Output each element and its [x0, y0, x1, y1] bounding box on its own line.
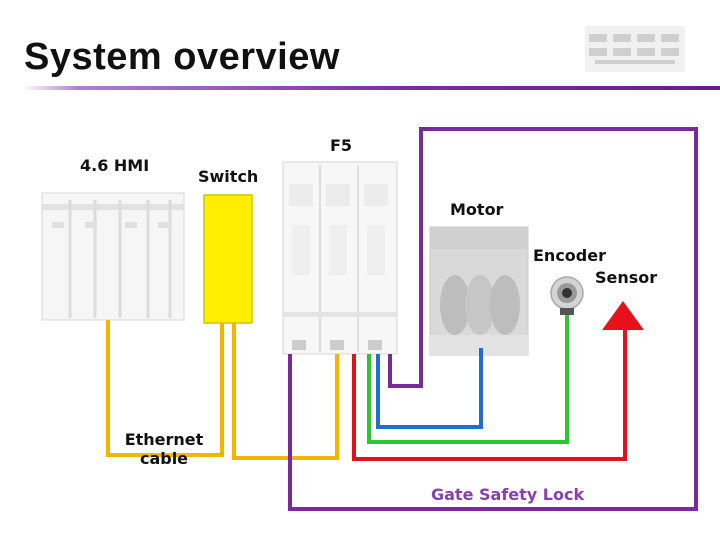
ethernet-cable-f5 [232, 323, 339, 460]
gate-safety-lock-label: Gate Safety Lock [431, 485, 585, 504]
motor-label: Motor [450, 200, 504, 219]
f5-drive [282, 161, 398, 355]
company-logo [585, 26, 685, 72]
encoder-label: Encoder [533, 246, 606, 265]
f5-label: F5 [330, 136, 353, 155]
gate-safety-lock-wire [288, 127, 698, 511]
encoder-device [550, 276, 584, 315]
motor-wire [376, 348, 483, 429]
encoder-wire [367, 315, 569, 444]
ethernet-label-line2: cable [139, 449, 189, 468]
slide-title: System overview [24, 36, 340, 78]
ethernet-cable-label: Ethernet cable [116, 430, 212, 469]
hmi-label: 4.6 HMI [80, 156, 150, 175]
switch-label: Switch [198, 167, 259, 186]
ethernet-cable-hmi [106, 320, 224, 457]
sensor-wire [352, 330, 627, 461]
sensor-label: Sensor [595, 268, 658, 287]
ethernet-label-line1: Ethernet [124, 430, 204, 449]
switch-device [203, 194, 253, 324]
motor-device [429, 226, 529, 356]
title-underline [22, 86, 720, 90]
hmi-device [41, 192, 185, 321]
sensor-triangle [602, 301, 644, 330]
